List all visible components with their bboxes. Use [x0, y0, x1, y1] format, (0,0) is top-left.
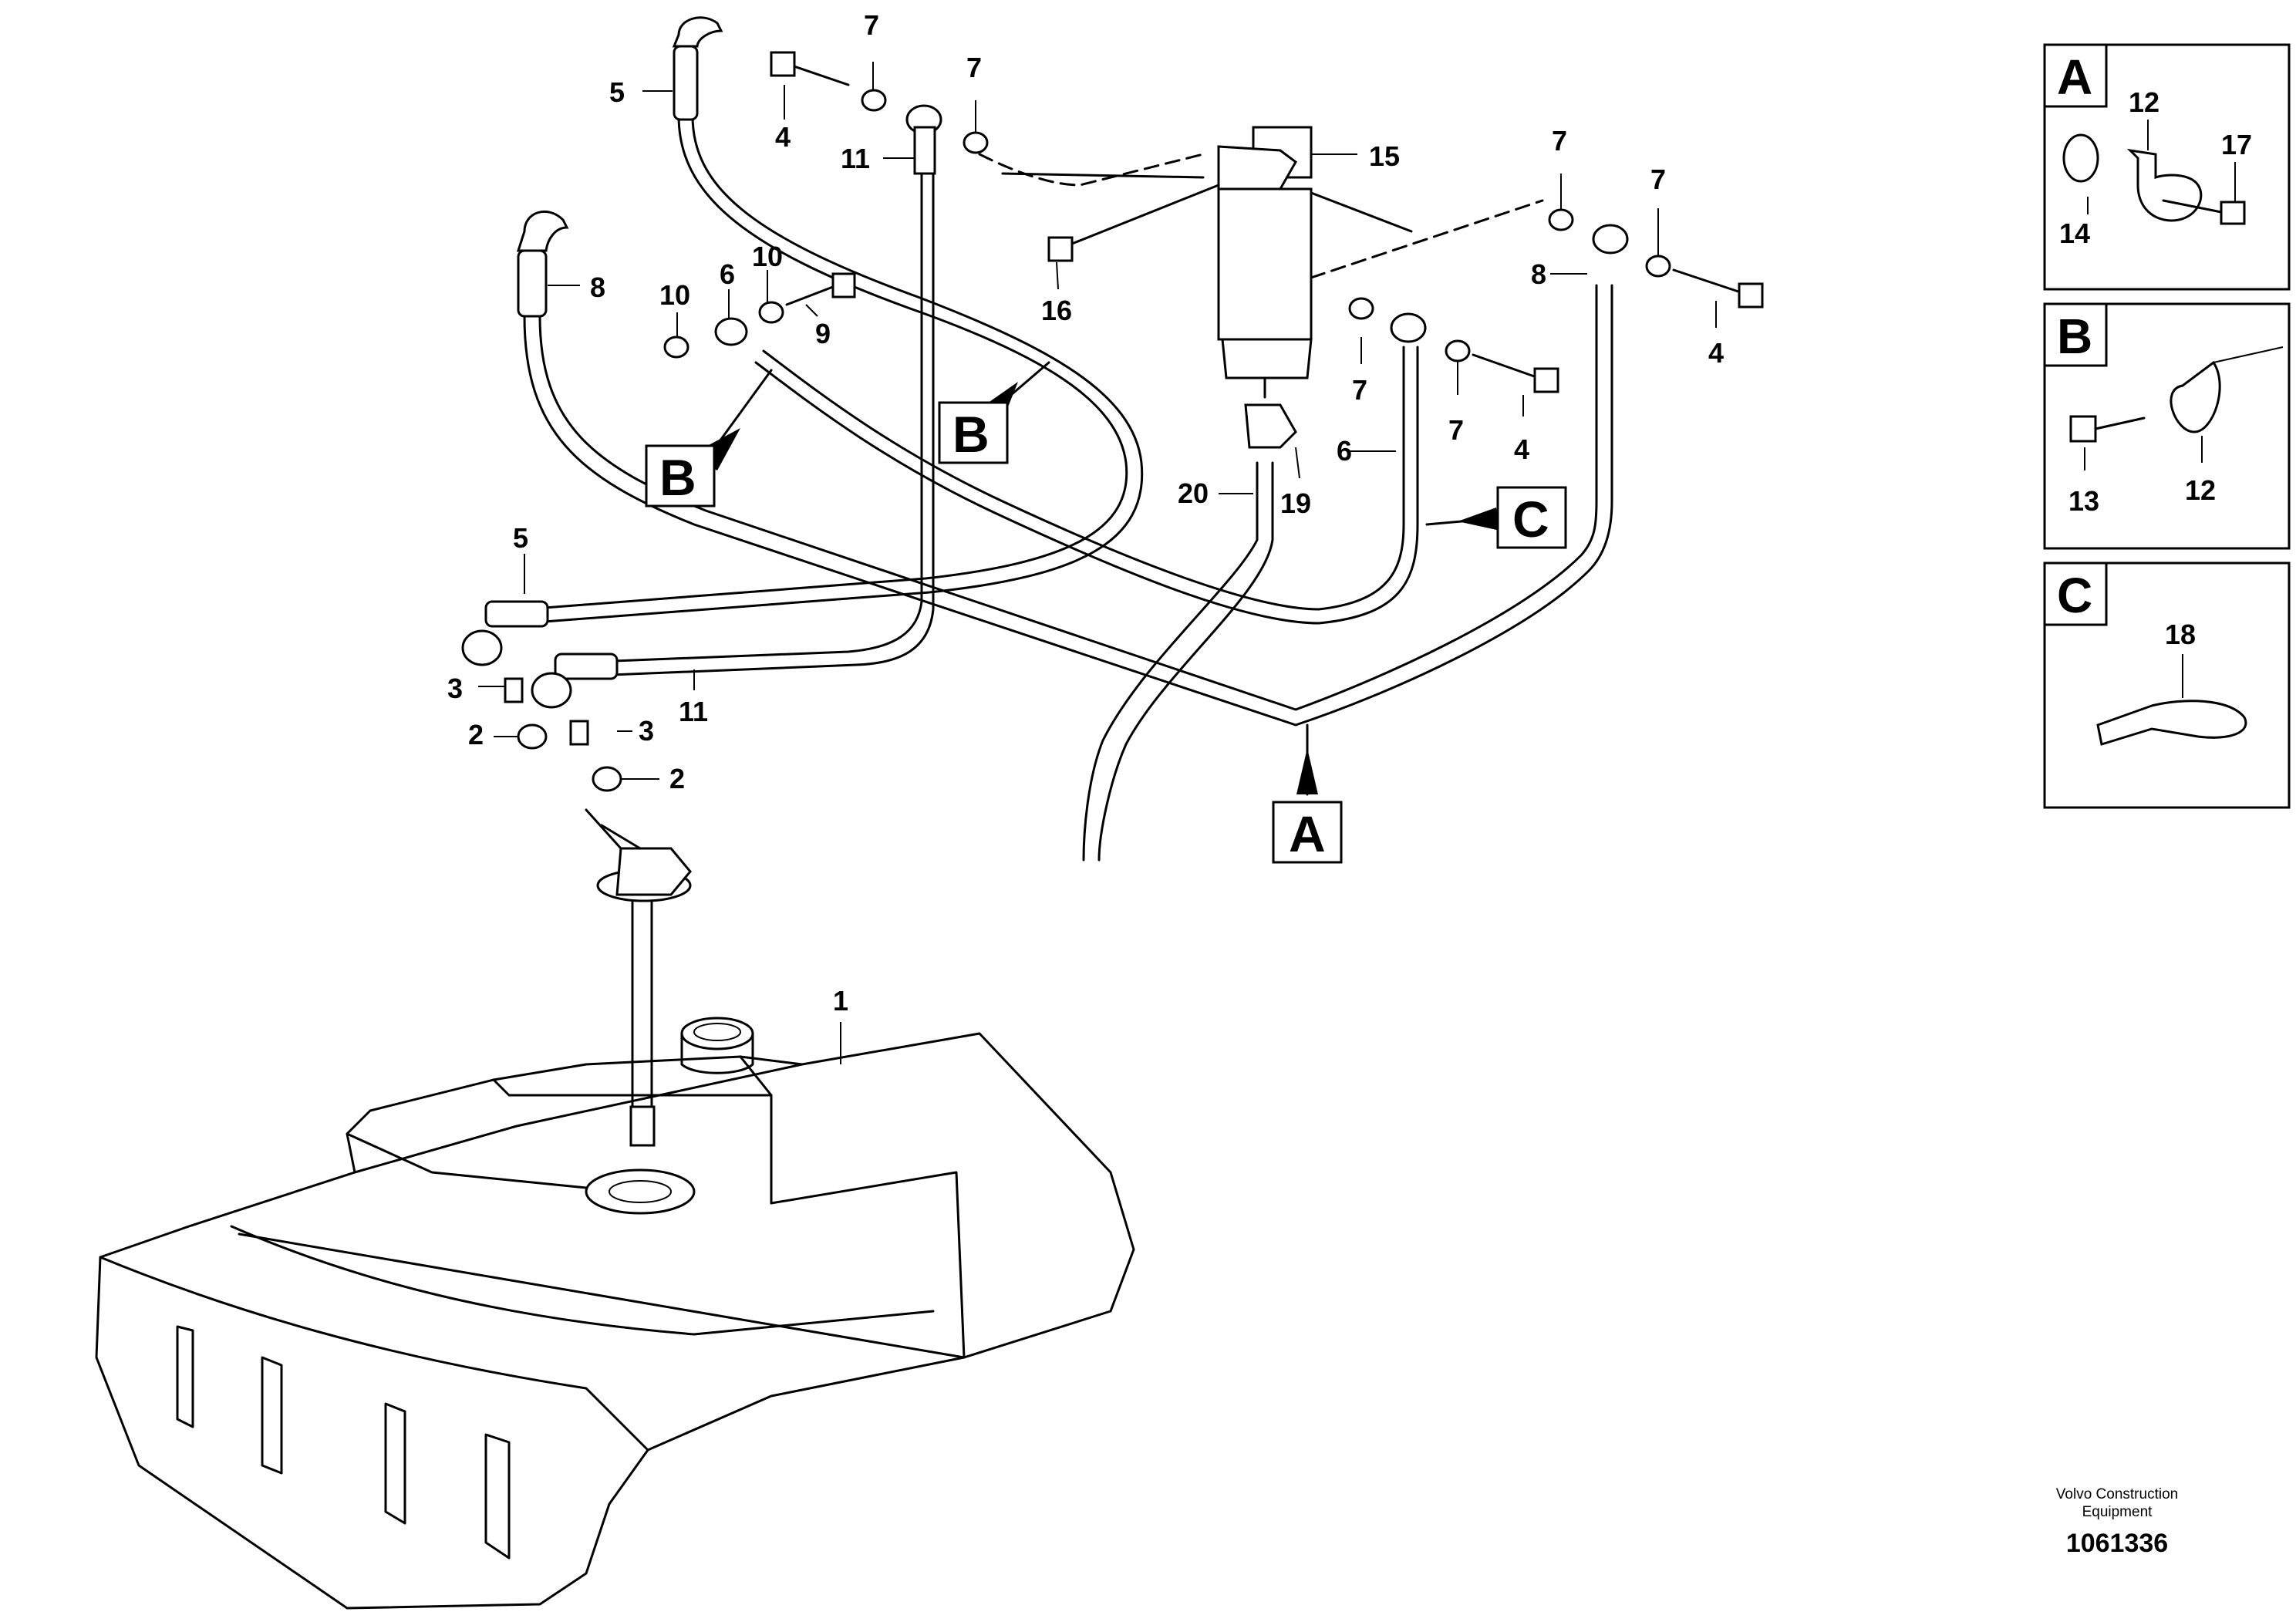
spacer-14: [2062, 133, 2099, 183]
part-label-7-e: 7: [1352, 374, 1367, 406]
inset-b-label-12: 12: [2185, 474, 2216, 506]
bolt-13: [2069, 415, 2097, 443]
part-label-7-a: 7: [864, 9, 879, 41]
inset-a-label-12: 12: [2129, 86, 2159, 118]
inset-b-letter: B: [2057, 309, 2092, 364]
inset-c-letter: C: [2057, 568, 2092, 623]
reference-box-b-left: [645, 444, 716, 508]
part-label-7-d: 7: [1650, 164, 1666, 195]
reference-box-b-left-letter: B: [659, 449, 696, 506]
inset-panel-c: C 18: [2043, 561, 2291, 809]
inset-a-letter: A: [2057, 49, 2092, 105]
part-number-labels: 5 7 7 4 11 15 8 6 10 10 9 16 7 7 8 4 7 7…: [447, 9, 1724, 1017]
clamp-12-a: [2126, 148, 2203, 222]
inset-panel-a: A 12 17 14: [2043, 43, 2291, 291]
part-label-10-b: 10: [752, 241, 783, 272]
part-label-7-b: 7: [966, 52, 982, 83]
footer: Volvo Construction Equipment 1061336: [2056, 1486, 2178, 1558]
part-label-5-top: 5: [609, 76, 625, 108]
part-label-6-right: 6: [1337, 435, 1352, 467]
reference-box-c: [1496, 486, 1567, 549]
part-label-7-c: 7: [1552, 125, 1567, 157]
part-label-5-bottom: 5: [513, 522, 528, 554]
inset-panel-b: B 13 12: [2043, 302, 2291, 550]
cable-tie-18: [2096, 700, 2247, 746]
company-name-line2: Equipment: [2082, 1504, 2153, 1520]
reference-box-b-right-letter: B: [952, 406, 990, 463]
part-label-11-top: 11: [841, 143, 870, 174]
part-label-3-a: 3: [447, 673, 463, 704]
part-label-19: 19: [1280, 487, 1311, 519]
drawing-number: 1061336: [2066, 1529, 2168, 1558]
reference-box-c-letter: C: [1512, 491, 1549, 548]
part-label-7-f: 7: [1448, 414, 1464, 446]
inset-a-label-14: 14: [2059, 218, 2090, 249]
inset-b-label-13: 13: [2068, 485, 2099, 517]
sender-flange: [585, 1168, 696, 1215]
part-label-2-b: 2: [669, 763, 685, 794]
reference-box-b-right: [938, 401, 1009, 464]
part-label-11-bottom: 11: [679, 696, 708, 727]
part-label-6-left: 6: [720, 258, 735, 290]
part-label-1: 1: [833, 985, 848, 1017]
part-label-9: 9: [815, 318, 831, 349]
part-label-15: 15: [1369, 140, 1400, 172]
clamp-12-b: [2170, 360, 2221, 433]
part-label-2-a: 2: [468, 719, 484, 750]
inset-a-label-17: 17: [2221, 129, 2252, 160]
reference-box-a-letter: A: [1289, 805, 1326, 862]
level-sender: [585, 808, 692, 1147]
part-label-8-right: 8: [1531, 258, 1546, 290]
part-label-8-left: 8: [590, 271, 605, 303]
fittings: [461, 16, 1764, 792]
part-label-4-c: 4: [1514, 433, 1529, 465]
reference-boxes: B B C A: [645, 361, 1567, 864]
reference-box-a: [1272, 801, 1343, 864]
leader-lines: [478, 62, 1717, 1064]
inset-c-label-18: 18: [2165, 619, 2196, 650]
part-label-20: 20: [1178, 477, 1209, 509]
fuel-filter: [1001, 126, 1413, 449]
part-label-4-b: 4: [1708, 337, 1724, 369]
part-label-16: 16: [1041, 295, 1072, 326]
fuel-tank: [95, 1017, 1135, 1610]
company-name-line1: Volvo Construction: [2056, 1486, 2178, 1502]
part-label-4-a: 4: [775, 121, 791, 153]
hoses: [484, 114, 1613, 862]
part-label-3-b: 3: [639, 715, 654, 747]
part-label-10-a: 10: [659, 279, 690, 311]
